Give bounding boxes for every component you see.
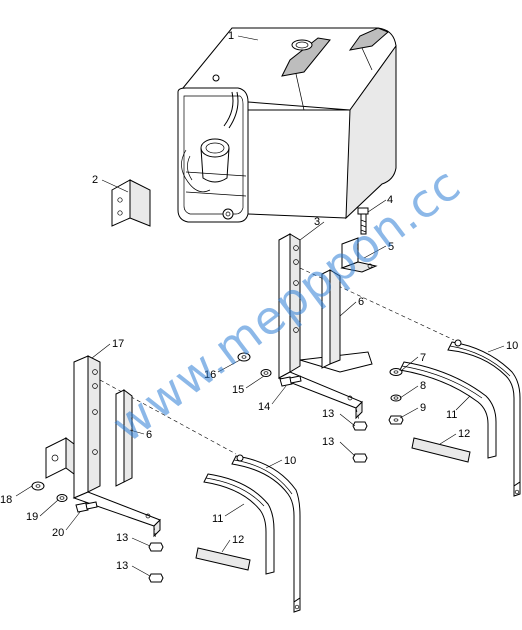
nuts-right <box>352 421 368 463</box>
bolt-top <box>357 207 369 235</box>
callout-20: 20 <box>52 527 64 539</box>
watermark-text: www.mepppon.cc <box>102 157 470 453</box>
leader-lines <box>15 35 505 577</box>
callout-13-right-b: 13 <box>322 436 334 448</box>
callout-5: 5 <box>388 241 394 253</box>
callout-12-right: 12 <box>458 428 470 440</box>
tank-bracket-left <box>72 355 237 541</box>
callout-labels: 1 2 3 4 5 6 6 7 8 9 10 10 11 11 12 12 13… <box>0 30 518 572</box>
fasteners-left <box>31 481 98 513</box>
nuts-left <box>148 542 164 583</box>
callout-13-left-b: 13 <box>116 560 128 572</box>
callout-6-right: 6 <box>358 296 364 308</box>
rubber-pad-right <box>321 269 341 369</box>
callout-14: 14 <box>258 401 270 413</box>
mounting-plate-left <box>45 437 75 479</box>
callout-9: 9 <box>420 402 426 414</box>
callout-18: 18 <box>0 494 12 506</box>
strap-assembly-left <box>195 454 301 613</box>
fuel-tank <box>177 27 397 223</box>
callout-3: 3 <box>314 216 320 228</box>
clip-plate <box>340 237 378 273</box>
callout-12-left: 12 <box>232 534 244 546</box>
callout-6-left: 6 <box>146 429 152 441</box>
callout-2: 2 <box>92 174 98 186</box>
rubber-pad-left <box>115 389 133 487</box>
callout-16: 16 <box>204 369 216 381</box>
callout-11-right: 11 <box>446 409 457 421</box>
callout-10-left: 10 <box>284 455 296 467</box>
callout-8: 8 <box>420 380 426 392</box>
callout-17: 17 <box>112 338 124 350</box>
callout-19: 19 <box>26 511 38 523</box>
mounting-bracket-small <box>111 179 151 227</box>
callout-1: 1 <box>228 30 234 42</box>
callout-11-left: 11 <box>212 513 223 525</box>
washer-nut-stack-right <box>388 368 404 425</box>
fasteners-middle <box>237 352 302 387</box>
callout-13-left-a: 13 <box>116 532 128 544</box>
callout-7: 7 <box>420 352 426 364</box>
callout-13-right-a: 13 <box>322 408 334 420</box>
strap-assembly-right <box>399 339 521 497</box>
callout-4: 4 <box>387 194 393 206</box>
callout-15: 15 <box>232 384 244 396</box>
callout-10-right: 10 <box>506 340 518 352</box>
